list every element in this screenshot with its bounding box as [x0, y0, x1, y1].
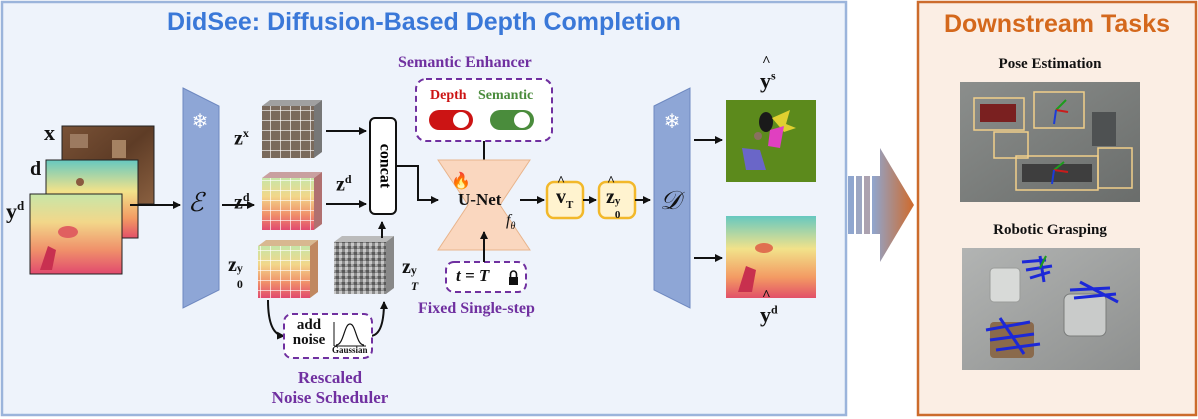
semantic-enhancer-title: Semantic Enhancer — [398, 54, 532, 71]
zd-label-mid: zd — [336, 172, 352, 196]
arrow-z0-noise — [267, 299, 285, 340]
gaussian-label: Gaussian — [332, 345, 368, 355]
output-semantic-map — [726, 100, 816, 182]
unet-f-label: fθ — [506, 212, 516, 233]
input-yd-label: yd — [6, 198, 25, 224]
depth-toggle-label: Depth — [430, 88, 467, 103]
latent-zd-cube — [262, 172, 322, 230]
unet-block — [437, 159, 531, 251]
output-ys-label: ^ys — [760, 54, 776, 93]
input-d-label: d — [30, 158, 42, 180]
arrow-concat-unet — [396, 165, 439, 204]
gaussian-curve-icon — [333, 322, 366, 347]
latent-z0y-cube — [258, 240, 318, 298]
lock-icon — [509, 270, 518, 285]
input-image-yd — [29, 193, 123, 275]
vhat-label: ^vT — [556, 174, 574, 211]
downstream-panel-title: Downstream Tasks — [943, 10, 1170, 38]
flame-icon: 🔥 — [451, 171, 471, 190]
depth-toggle[interactable] — [429, 110, 473, 130]
latent-zTy-cube — [334, 236, 394, 294]
robotic-grasping-image — [962, 248, 1140, 370]
decoder-symbol: 𝒟 — [660, 186, 681, 215]
zd-label-left: zd — [234, 190, 250, 214]
decoder-block — [653, 87, 691, 309]
encoder-symbol: ℰ — [188, 188, 204, 217]
downstream-arrow — [848, 148, 914, 262]
snowflake-icon: ❄ — [192, 109, 209, 133]
unet-label: U-Net — [458, 190, 502, 209]
task-pose-estimation-label: Pose Estimation — [998, 56, 1102, 72]
add-noise-box — [283, 313, 373, 359]
zx-label: zx — [234, 126, 249, 150]
output-yd-label: ^yd — [760, 288, 778, 327]
timestep-box — [445, 261, 527, 293]
semantic-toggle-label: Semantic — [478, 88, 534, 103]
main-panel-title: DidSee: Diffusion-Based Depth Completion — [167, 8, 681, 36]
output-depth-map — [726, 216, 816, 298]
snowflake-icon-decoder: ❄ — [664, 109, 681, 133]
pose-estimation-image — [960, 82, 1140, 202]
encoder-block — [182, 87, 220, 309]
timestep-expr: t = T — [456, 266, 490, 285]
input-x-label: x — [44, 120, 55, 145]
arrow-noise-zT — [369, 301, 388, 337]
semantic-toggle[interactable] — [490, 110, 534, 130]
concat-label: concat — [376, 144, 393, 189]
main-panel — [0, 0, 848, 417]
timestep-caption: Fixed Single-step — [418, 300, 535, 317]
task-robotic-grasping-label: Robotic Grasping — [993, 222, 1107, 238]
latent-zx-cube — [262, 100, 322, 158]
